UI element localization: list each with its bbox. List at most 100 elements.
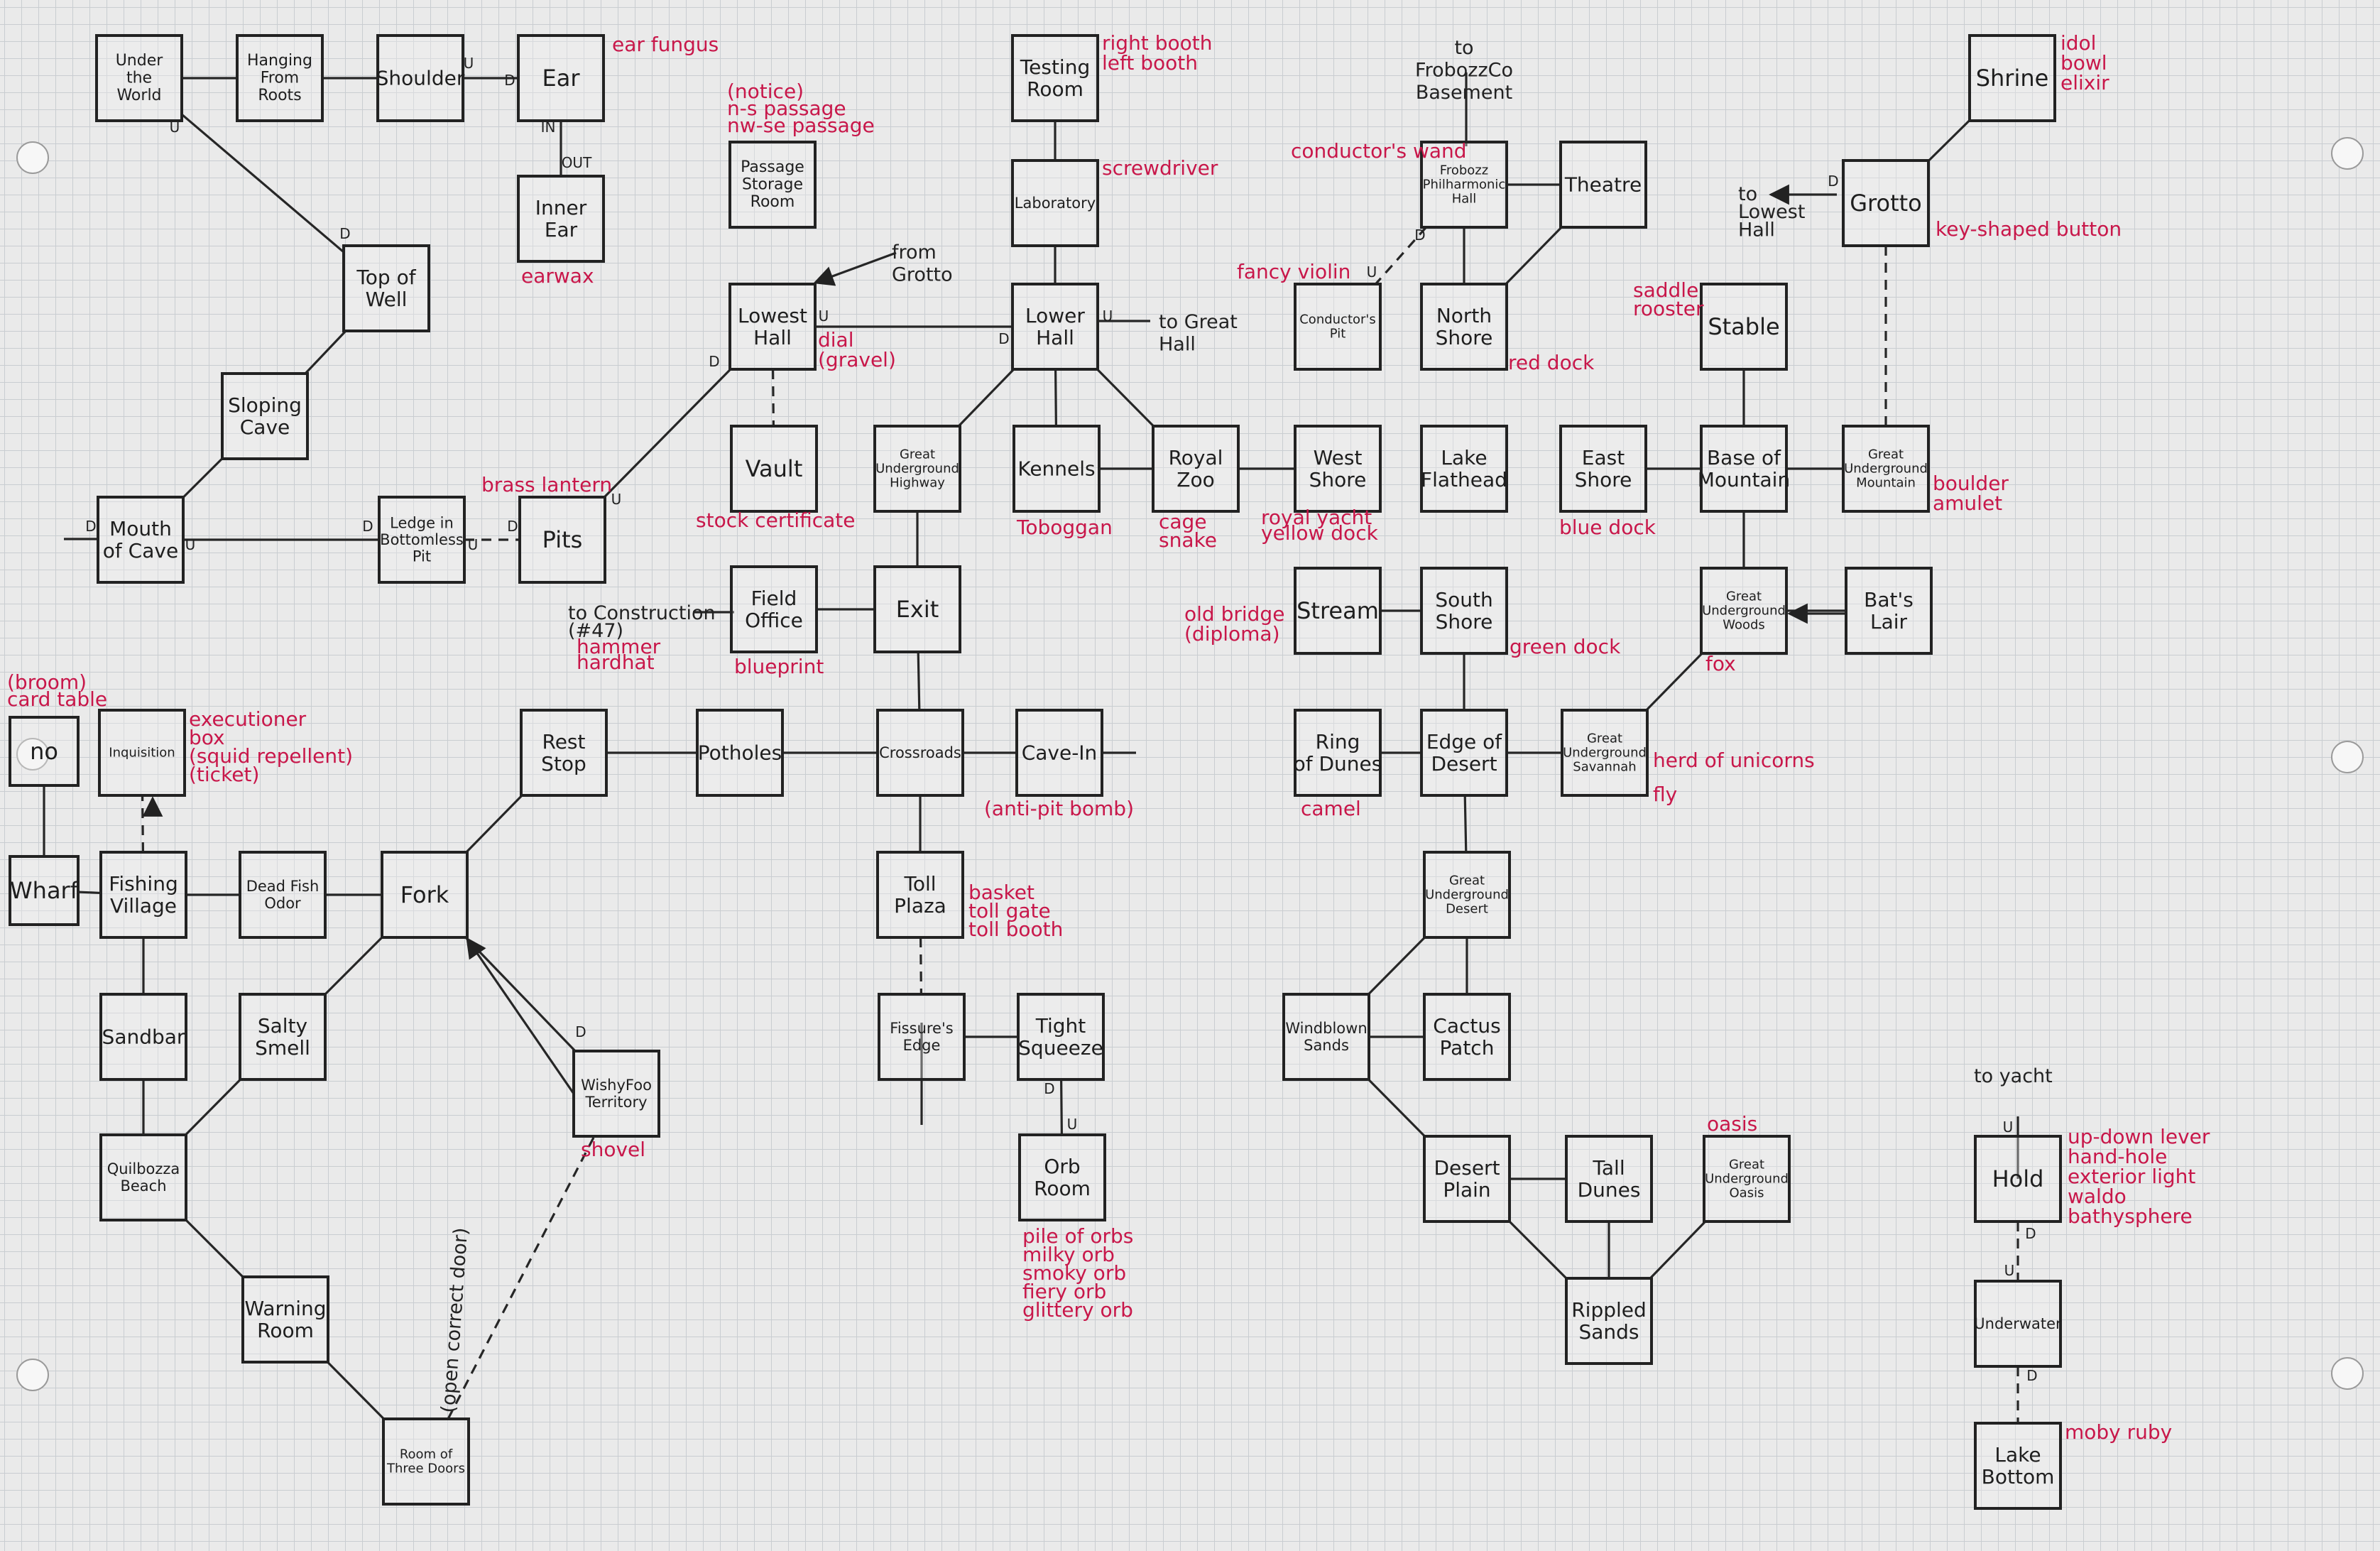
direction-label: U [2004, 1262, 2015, 1279]
room-label: Passage [741, 158, 804, 176]
item-note: herd of unicorns [1653, 749, 1815, 772]
room-label: Desert [1434, 1156, 1500, 1180]
room-box [730, 425, 818, 513]
room-box [1012, 425, 1101, 513]
room-label: Philharmonic [1423, 178, 1506, 192]
room-ear: Ear [517, 34, 605, 122]
room-box [239, 851, 327, 939]
room-label: Wharf [10, 877, 79, 904]
room-label: Mouth [109, 517, 172, 540]
room-sandbar: Sandbar [99, 993, 187, 1081]
room-box [1420, 141, 1508, 229]
room-label: Room [1027, 77, 1083, 101]
room-label: Great [1449, 873, 1485, 888]
item-note: nw-se passage [727, 114, 875, 137]
pencil-note: Basement [1416, 82, 1512, 104]
item-note: key-shaped button [1936, 217, 2122, 241]
room-label: Mountain [1856, 476, 1916, 491]
item-note: fox [1705, 652, 1736, 675]
room-box [221, 372, 309, 460]
room-label: Warning [244, 1297, 326, 1320]
room-label: Cave [240, 415, 290, 439]
room-label: of Dunes [1294, 752, 1382, 776]
room-label: Storage [742, 176, 803, 194]
item-note: waldo [2068, 1185, 2127, 1208]
room-label: Office [745, 609, 803, 632]
room-box [1294, 709, 1382, 797]
connection-line [772, 369, 775, 427]
room-label: Sloping [228, 393, 302, 417]
room-stable: Stable [1700, 283, 1788, 371]
pencil-note: to yacht [1974, 1065, 2053, 1087]
room-label: Cactus [1433, 1014, 1500, 1038]
room-box [1559, 425, 1647, 513]
room-label: Pits [542, 526, 583, 553]
room-box [97, 496, 185, 584]
room-label: Fishing [109, 872, 178, 896]
room-box [1011, 283, 1099, 371]
room-label: Underground [1425, 888, 1509, 903]
room-label: Tall [1592, 1156, 1625, 1180]
room-label: Village [110, 894, 177, 918]
connection-line [1054, 369, 1057, 427]
connection-line [185, 1078, 241, 1136]
item-note: basket [968, 881, 1035, 904]
item-note: screwdriver [1102, 156, 1218, 180]
room-box [572, 1050, 660, 1138]
room-label: Vault [746, 455, 803, 482]
connection-line [1060, 1079, 1063, 1136]
item-note: shovel [581, 1138, 645, 1161]
item-note: blueprint [734, 655, 824, 678]
pencil-note: (open correct door) [437, 1227, 472, 1414]
item-note: yellow dock [1261, 521, 1379, 545]
room-box [520, 709, 608, 797]
room-box [518, 496, 606, 584]
item-note: bathysphere [2068, 1204, 2193, 1228]
room-box [1294, 567, 1382, 655]
item-note: exterior light [2068, 1165, 2195, 1188]
room-box [382, 1417, 470, 1506]
room-pits: Pits [518, 496, 606, 584]
item-note: hammer [577, 635, 661, 658]
pencil-note: to Construction [568, 602, 716, 624]
item-note: up-down lever [2068, 1125, 2210, 1148]
room-box [95, 34, 183, 122]
room-label: Great [1729, 1157, 1764, 1172]
room-label: Room [257, 1319, 314, 1342]
room-box [1565, 1277, 1653, 1365]
room-label: Plaza [894, 894, 946, 918]
room-box [1018, 1133, 1106, 1221]
item-note: saddle [1633, 278, 1698, 302]
room-label: Conductor's [1299, 312, 1376, 327]
binder-hole [2331, 1357, 2364, 1390]
item-note: card table [7, 687, 107, 711]
room-wharf: Wharf [9, 855, 80, 926]
connection-line [919, 937, 922, 995]
room-no: no [9, 716, 80, 787]
direction-label: D [504, 72, 515, 89]
room-box [239, 993, 327, 1081]
binder-holes [16, 137, 2364, 1391]
room-label: Sandbar [102, 1025, 185, 1049]
room-label: From [261, 70, 300, 87]
item-note: fancy violin [1237, 260, 1350, 283]
room-label: Great [1726, 589, 1762, 604]
item-note: (broom) [7, 670, 87, 694]
room-label: Oasis [1730, 1186, 1764, 1201]
item-note: n-s passage [727, 97, 846, 120]
room-label: Desert [1446, 902, 1488, 917]
room-label: Lower [1025, 304, 1085, 327]
